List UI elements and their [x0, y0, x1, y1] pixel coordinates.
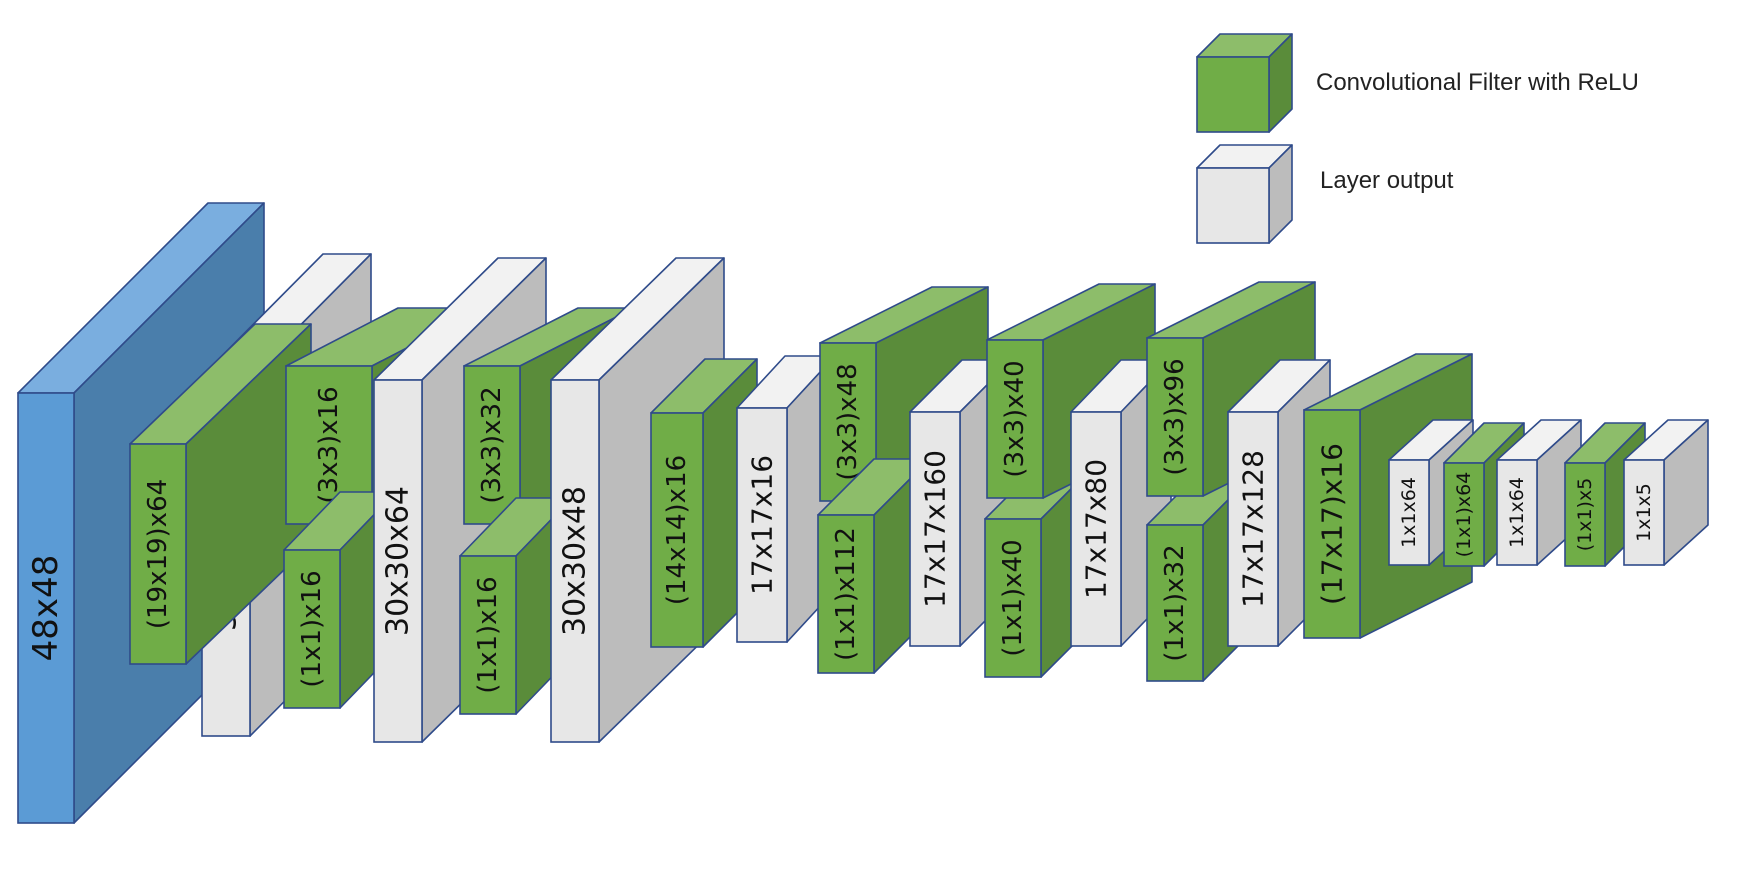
block-label: (1x1)x40 [998, 539, 1028, 656]
front-face [1146, 524, 1204, 682]
block-label: (19x19)x64 [143, 479, 173, 629]
front-face [373, 379, 423, 743]
block-label: (1x1)x32 [1160, 544, 1190, 661]
front-face [1443, 462, 1485, 567]
block-label: 17x17x128 [1237, 450, 1270, 608]
front-face [650, 412, 704, 648]
front-face [1496, 459, 1538, 566]
block-label: 1x1x5 [1633, 483, 1655, 542]
block-label: (1x1)x5 [1574, 478, 1596, 552]
block-label: 30x30x48 [558, 486, 593, 636]
block-label: (3x3)x32 [477, 386, 507, 503]
block-label: 17x17x80 [1080, 459, 1113, 599]
filter-block-19x19x64: (19x19)x64 [129, 323, 312, 665]
front-face [1303, 409, 1361, 639]
front-face [1227, 411, 1279, 647]
block-label: (3x3)x40 [1000, 360, 1030, 477]
block-label: (1x1)x112 [831, 527, 861, 661]
front-face [1623, 459, 1665, 566]
output-block-1x1x64-b: 1x1x64 [1496, 419, 1582, 566]
front-face [909, 411, 961, 647]
legend-filter-label: Convolutional Filter with ReLU [1316, 69, 1639, 96]
legend-output-label: Layer output [1320, 167, 1454, 194]
block-label: (1x1)x64 [1453, 472, 1475, 558]
block-label: 48x48 [26, 555, 66, 662]
block-label: 1x1x64 [1506, 477, 1528, 548]
front-face [986, 339, 1044, 499]
block-label: (17x17)x16 [1316, 443, 1349, 605]
block-label: (3x3)x96 [1160, 358, 1190, 475]
front-face [283, 549, 341, 709]
output-block-1x1x5: 1x1x5 [1623, 419, 1709, 566]
front-face [459, 555, 517, 715]
block-label: (1x1)x16 [297, 570, 327, 687]
legend-output-swatch-icon [1196, 144, 1293, 244]
front-face [1564, 462, 1606, 567]
front-face [1070, 411, 1122, 647]
block-label: 17x17x160 [919, 450, 952, 608]
front-face [1196, 167, 1270, 244]
block-label: (3x3)x48 [833, 363, 863, 480]
front-face [984, 518, 1042, 678]
front-face [1146, 337, 1204, 497]
front-face [463, 365, 521, 525]
front-face [17, 392, 75, 824]
block-label: (3x3)x16 [314, 386, 344, 503]
block-label: (1x1)x16 [473, 576, 503, 693]
block-label: 30x30x64 [381, 486, 416, 636]
front-face [1388, 459, 1430, 566]
block-label: (14x14)x16 [662, 455, 692, 605]
front-face [817, 514, 875, 674]
front-face [550, 379, 600, 743]
block-label: 1x1x64 [1398, 477, 1420, 548]
legend: Convolutional Filter with ReLU Layer out… [1196, 33, 1639, 244]
front-face [129, 443, 187, 665]
front-face [1196, 56, 1270, 133]
blocks-layer: 48x48 30x30x64 (19x19)x64 (3x3)x16 (1x1)x16 3… [17, 202, 1709, 824]
legend-filter-swatch-icon [1196, 33, 1293, 133]
block-label: 17x17x16 [746, 455, 779, 595]
front-face [736, 407, 788, 643]
